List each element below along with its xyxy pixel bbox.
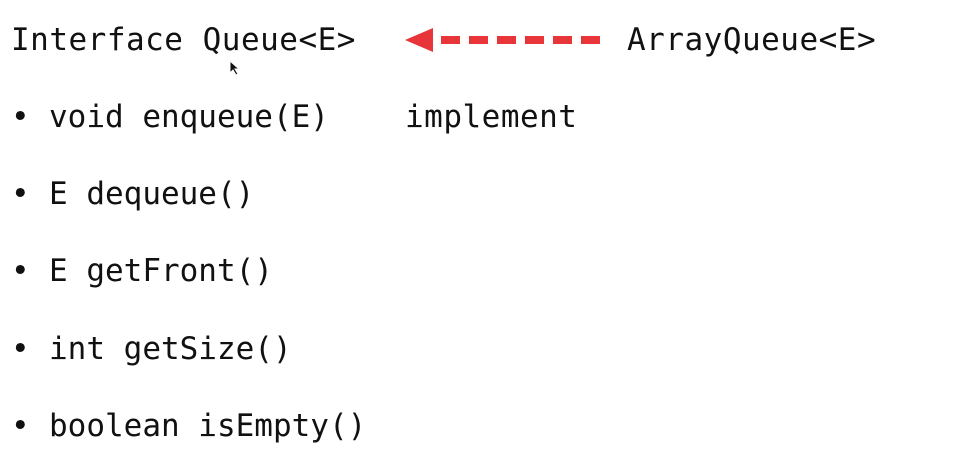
method-signature: boolean isEmpty() <box>49 408 367 444</box>
bullet-dot: • <box>11 99 30 135</box>
method-signature: E getFront() <box>49 253 273 289</box>
method-signature: int getSize() <box>49 331 292 367</box>
class-label: ArrayQueue<E> <box>627 22 877 58</box>
method-signature: E dequeue() <box>49 176 255 212</box>
method-item: • void enqueue(E) <box>11 97 329 137</box>
implements-arrow <box>405 28 600 52</box>
interface-label: Interface Queue<E> <box>11 22 356 58</box>
bullet-dot: • <box>11 176 30 212</box>
bullet-dot: • <box>11 408 30 444</box>
arrow-head <box>405 28 433 52</box>
method-item: • E dequeue() <box>11 174 254 214</box>
bullet-dot: • <box>11 253 30 289</box>
bullet-dot: • <box>11 331 30 367</box>
mouse-cursor-icon <box>229 60 241 76</box>
implement-label: implement <box>405 99 578 135</box>
method-item: • E getFront() <box>11 251 273 291</box>
method-item: • boolean isEmpty() <box>11 406 366 446</box>
method-item: • int getSize() <box>11 329 292 369</box>
method-signature: void enqueue(E) <box>49 99 329 135</box>
arrow-dashes <box>441 36 600 44</box>
